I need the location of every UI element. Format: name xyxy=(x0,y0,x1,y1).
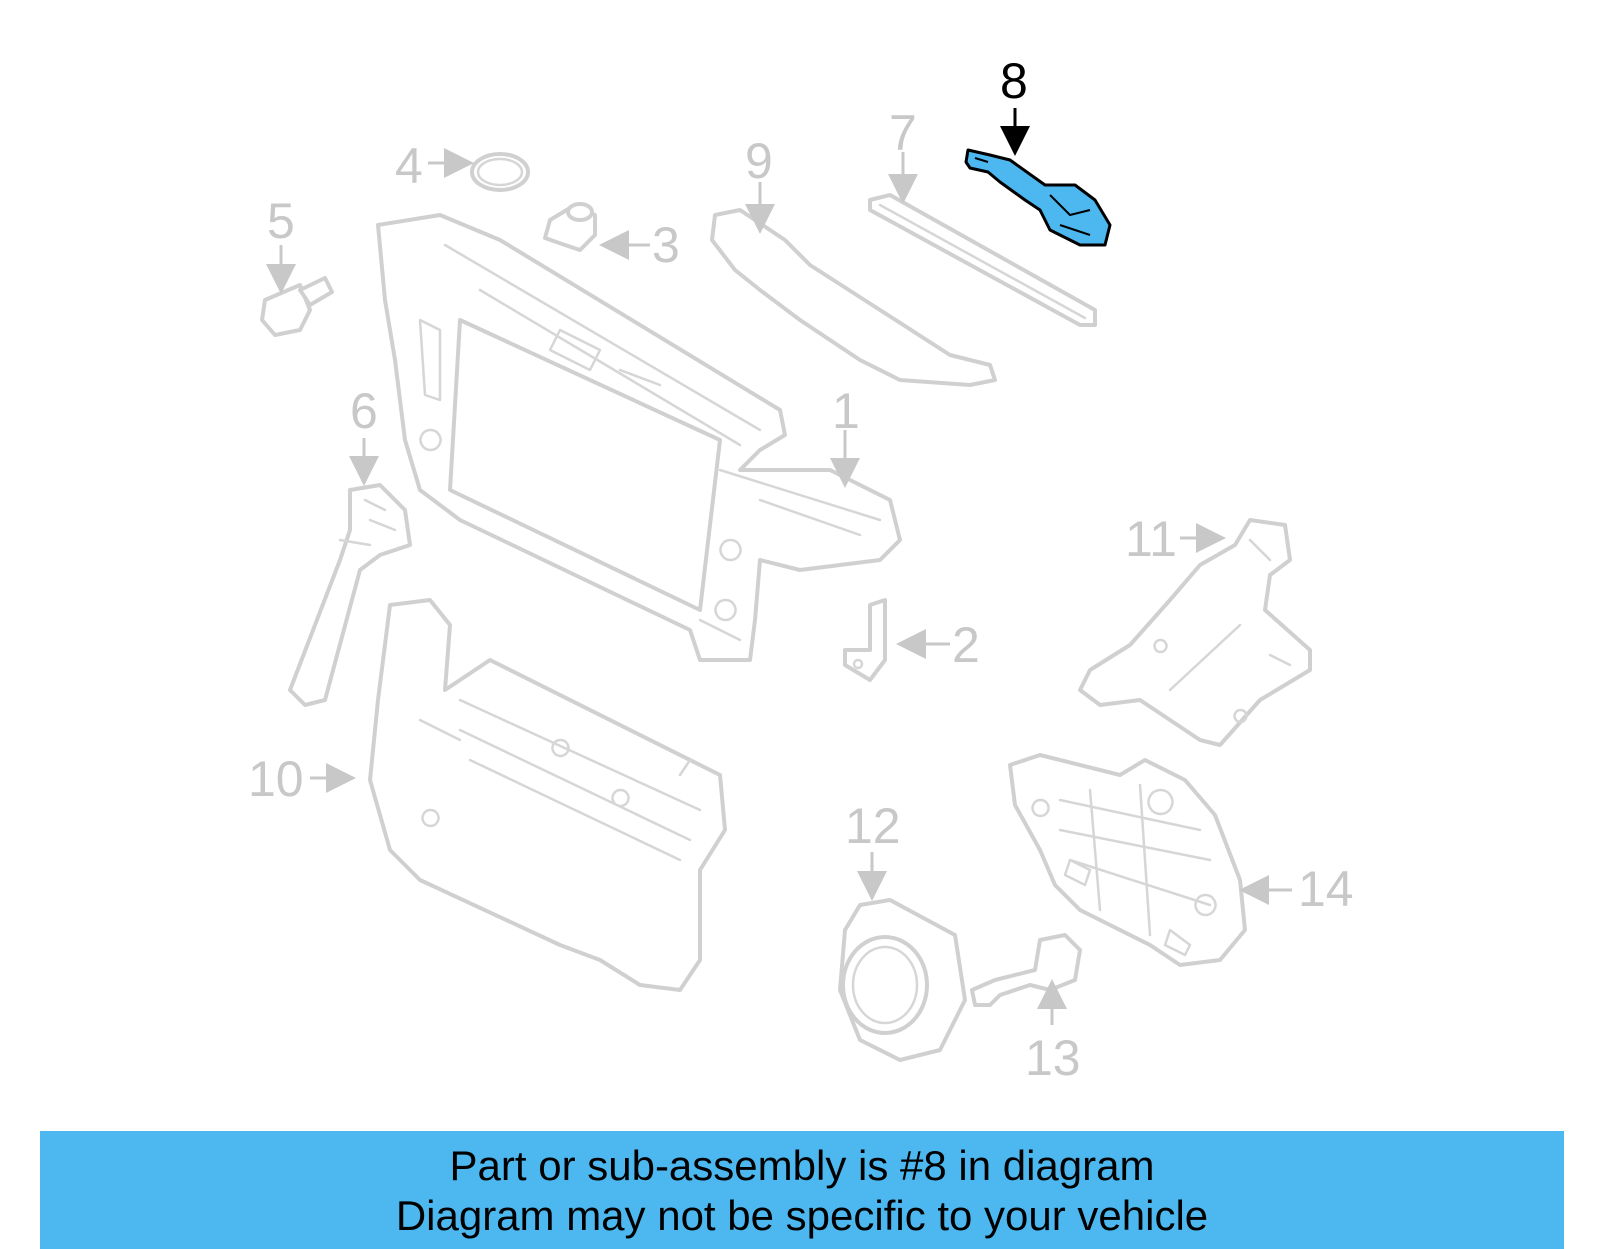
callout-14: 14 xyxy=(1298,861,1354,917)
part-9-cover[interactable] xyxy=(710,208,997,387)
parts-diagram: 1 2 3 4 5 6 7 8 9 10 11 12 13 14 xyxy=(248,53,1354,1086)
callout-12: 12 xyxy=(845,798,901,854)
part-11-shield[interactable] xyxy=(1078,518,1312,747)
banner-line-disclaimer: Diagram may not be specific to your vehi… xyxy=(395,1192,1209,1239)
part-8-highlighted[interactable] xyxy=(964,148,1112,247)
part-12-horn[interactable] xyxy=(838,898,967,1062)
callout-5: 5 xyxy=(267,193,295,249)
callout-7: 7 xyxy=(889,105,917,161)
callout-leaders xyxy=(266,108,1292,1025)
info-banner: Part or sub-assembly is #8 in diagram Di… xyxy=(40,1131,1564,1249)
callout-11: 11 xyxy=(1125,511,1177,567)
callout-6: 6 xyxy=(350,383,378,439)
callout-9: 9 xyxy=(745,133,773,189)
callout-2: 2 xyxy=(952,617,980,673)
part-2-bracket[interactable] xyxy=(843,598,887,682)
callout-8: 8 xyxy=(1000,53,1028,109)
part-4-seal-ring[interactable] xyxy=(470,152,530,192)
callout-1: 1 xyxy=(832,383,860,439)
callout-10: 10 xyxy=(248,751,304,807)
callout-13: 13 xyxy=(1025,1030,1081,1086)
part-13-sensor[interactable] xyxy=(970,933,1082,1007)
part-10-lower-carrier[interactable] xyxy=(368,598,727,992)
part-1-radiator-support[interactable] xyxy=(376,213,902,662)
part-6-latch[interactable] xyxy=(288,483,412,707)
callout-4: 4 xyxy=(395,138,423,194)
part-5-bolt[interactable] xyxy=(260,276,334,337)
part-3-sensor[interactable] xyxy=(543,202,597,252)
banner-line-part-info: Part or sub-assembly is #8 in diagram xyxy=(449,1142,1155,1189)
part-14-panel[interactable] xyxy=(1008,753,1247,967)
callout-3: 3 xyxy=(652,217,680,273)
